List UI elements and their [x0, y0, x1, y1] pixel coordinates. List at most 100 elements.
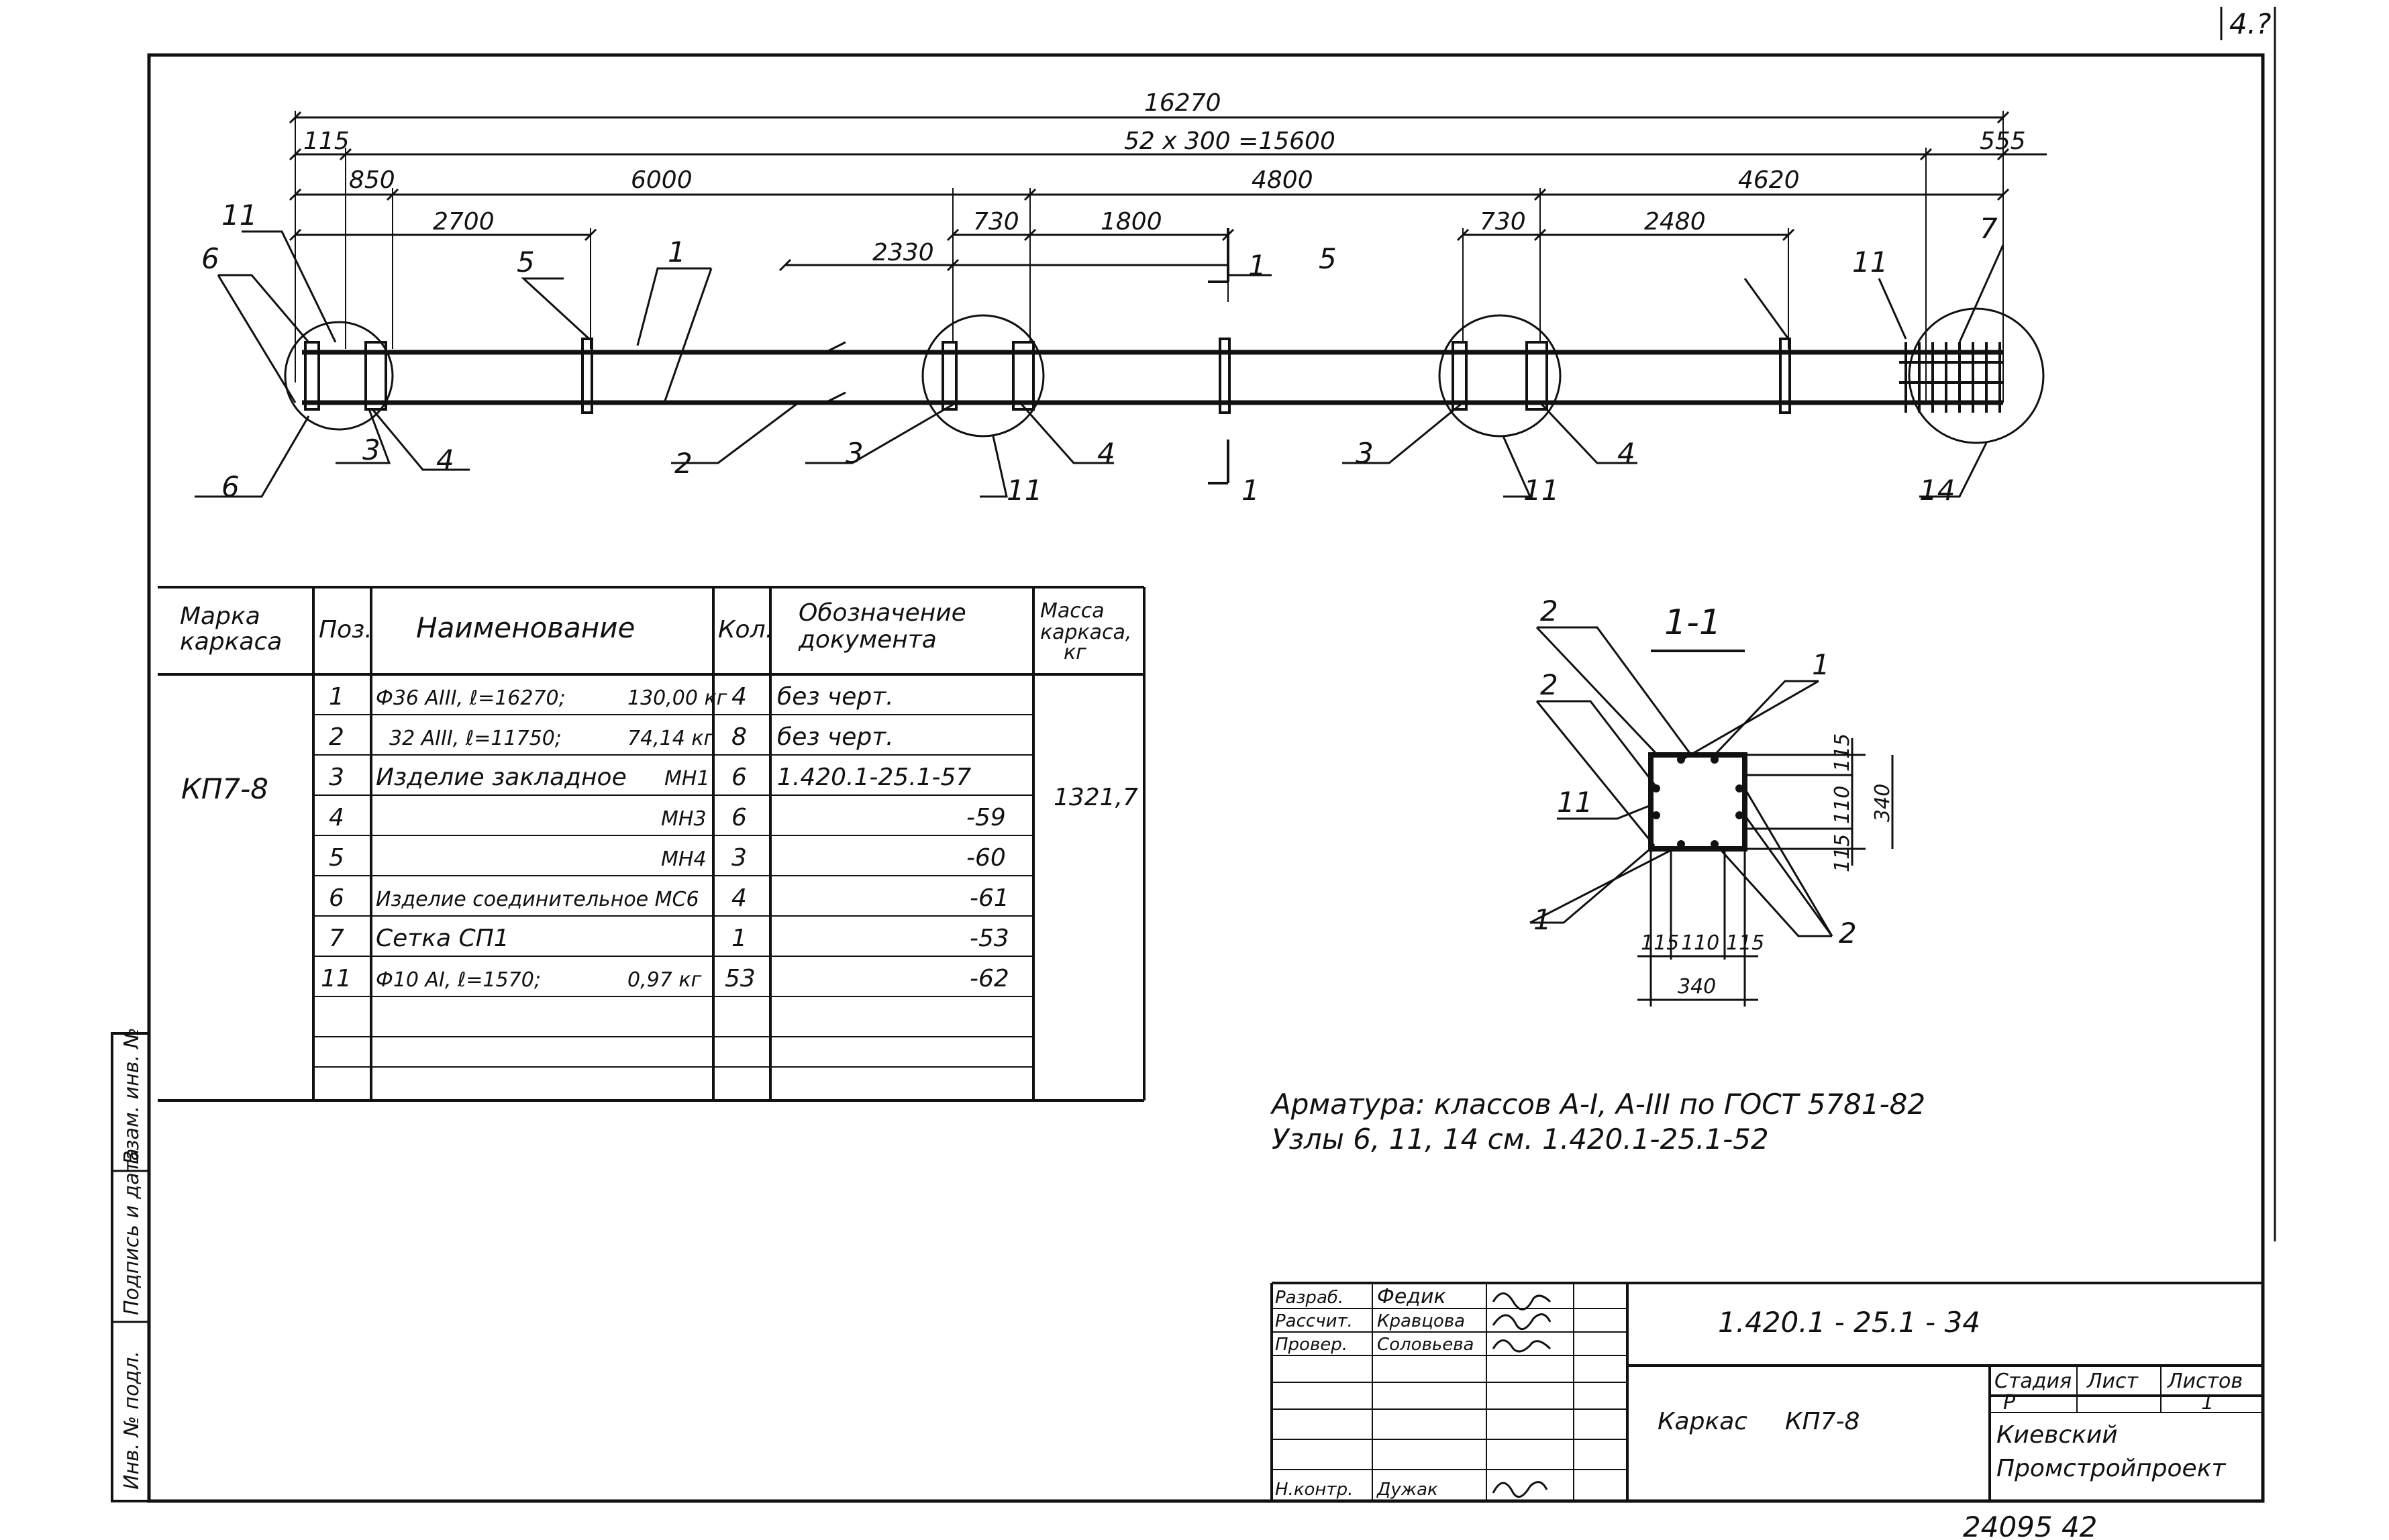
role-nkontr: Н.контр.: [1275, 1480, 1353, 1500]
sheet-frame: [147, 53, 2265, 1503]
hdr-pos: Поз.: [319, 616, 372, 644]
table-row: 5 МН4 3 -60: [329, 844, 1006, 872]
svg-text:1: 1: [329, 683, 344, 711]
section-label-2a: 2: [1540, 595, 1558, 627]
callout-11-right-bottom: 11: [1523, 474, 1559, 507]
org-line-2: Промстройпроект: [1996, 1455, 2226, 1482]
callout-3-right: 3: [1356, 437, 1374, 470]
svg-text:6: 6: [731, 804, 747, 831]
table-row: 4 МН3 6 -59: [329, 804, 1006, 831]
callout-11-right: 11: [1852, 246, 1888, 278]
table-row: 11 Ф10 АI, ℓ=1570; 0,97 кг 53 -62: [321, 965, 1009, 992]
sheets-header: Листов: [2167, 1370, 2243, 1393]
stamp-inv-podl: Инв. № подл.: [120, 1351, 144, 1490]
section-1-1: 1-1: [1529, 595, 1894, 1007]
section-mark-bottom: 1: [1241, 474, 1260, 507]
callout-2: 2: [674, 447, 693, 480]
frame-elevation: 16270 52 x 300 =15600 115 555 850 6000 4…: [195, 89, 2047, 507]
dim-left-end: 115: [303, 127, 350, 155]
svg-text:130,00 кг: 130,00 кг: [627, 686, 727, 710]
callout-4-mid: 4: [1097, 437, 1115, 470]
name-duzhak: Дужак: [1376, 1480, 1438, 1500]
role-razrab: Разраб.: [1275, 1288, 1343, 1308]
svg-text:4: 4: [731, 884, 747, 912]
note-line-2: Узлы 6, 11, 14 см. 1.420.1-25.1-52: [1272, 1123, 1769, 1156]
svg-text:0,97 кг: 0,97 кг: [627, 968, 701, 992]
callout-11-left: 11: [221, 199, 257, 232]
doc-code: 1.420.1 - 25.1 - 34: [1718, 1306, 1980, 1339]
section-title: 1-1: [1664, 603, 1721, 643]
callout-1: 1: [668, 236, 686, 268]
table-row: 7 Сетка СП1 1 -53: [329, 925, 1009, 952]
dim-4620: 4620: [1738, 166, 1800, 194]
svg-text:Изделие закладное: Изделие закладное: [376, 764, 627, 791]
stamp-vzam: Взам. инв. №: [120, 1027, 144, 1164]
section-label-2c: 2: [1839, 917, 1857, 949]
dim-2700: 2700: [433, 208, 495, 236]
svg-text:-53: -53: [970, 925, 1009, 952]
section-dim-r4: 340: [1871, 784, 1894, 822]
dim-total: 16270: [1144, 89, 1221, 117]
svg-text:2: 2: [329, 723, 344, 751]
sheet-header: Лист: [2086, 1370, 2139, 1393]
dim-2330: 2330: [872, 239, 934, 266]
section-mark-top: 1: [1248, 249, 1266, 282]
role-rasschit: Рассчит.: [1275, 1311, 1353, 1331]
svg-text:4: 4: [329, 804, 344, 831]
svg-text:без черт.: без черт.: [777, 683, 894, 711]
table-row: 1 Ф36 АIII, ℓ=16270; 130,00 кг 4 без чер…: [329, 683, 894, 711]
title-mark: КП7-8: [1785, 1408, 1860, 1435]
role-prover: Провер.: [1275, 1335, 1348, 1355]
name-fedik: Федик: [1377, 1285, 1446, 1308]
dim-850: 850: [349, 166, 395, 194]
svg-text:8: 8: [731, 723, 747, 751]
section-dim-r1: 115: [1831, 733, 1854, 772]
table-row: 2 32 АIII, ℓ=11750; 74,14 кг 8 без черт.: [329, 723, 894, 751]
stamp-podpis: Подпись и дата: [120, 1149, 144, 1316]
section-dim-r3: 115: [1831, 834, 1854, 872]
hdr-qty: Кол.: [718, 616, 773, 644]
hdr-name: Наименование: [416, 611, 635, 644]
svg-text:11: 11: [321, 965, 352, 992]
svg-text:3: 3: [329, 764, 344, 791]
name-solovyeva: Соловьева: [1377, 1335, 1474, 1355]
dim-1800: 1800: [1101, 208, 1162, 236]
svg-text:6: 6: [731, 764, 747, 791]
section-label-2b: 2: [1540, 668, 1558, 701]
dim-pitch: 52 x 300 =15600: [1124, 127, 1335, 155]
table-row: 6 Изделие соединительное МС6 4 -61: [329, 884, 1009, 912]
svg-text:-60: -60: [966, 844, 1006, 872]
svg-text:Ф10 АI, ℓ=1570;: Ф10 АI, ℓ=1570;: [376, 968, 541, 992]
section-label-11: 11: [1557, 786, 1592, 819]
dim-6000: 6000: [631, 166, 693, 194]
stage-value: Р: [2003, 1391, 2016, 1415]
callout-4-right: 4: [1617, 437, 1635, 470]
svg-text:53: 53: [725, 965, 756, 992]
section-dim-b3: 115: [1726, 931, 1764, 955]
section-dim-b2: 110: [1681, 931, 1719, 955]
callout-11-mid: 11: [1007, 474, 1042, 507]
section-dim-b4: 340: [1678, 975, 1716, 998]
stage-header: Стадия: [1994, 1370, 2072, 1393]
svg-text:32 АIII, ℓ=11750;: 32 АIII, ℓ=11750;: [389, 727, 562, 750]
dim-730b: 730: [1480, 208, 1526, 236]
callout-6-bottom: 6: [221, 470, 240, 503]
callout-4-left: 4: [436, 444, 454, 476]
callout-7: 7: [1980, 212, 1998, 245]
dim-730a: 730: [973, 208, 1019, 236]
svg-text:1.420.1-25.1-57: 1.420.1-25.1-57: [777, 764, 971, 791]
svg-text:Ф36 АIII, ℓ=16270;: Ф36 АIII, ℓ=16270;: [376, 686, 566, 710]
section-label-1a: 1: [1812, 648, 1830, 681]
table-row: 3 Изделие закладное МН1 6 1.420.1-25.1-5…: [329, 764, 971, 791]
title-block: Разраб. Рассчит. Провер. Н.контр. Федик …: [1270, 1282, 2263, 1501]
svg-text:3: 3: [731, 844, 747, 872]
svg-text:без черт.: без черт.: [777, 723, 894, 751]
note-line-1: Арматура: классов А-I, А-III по ГОСТ 578…: [1270, 1088, 1925, 1121]
svg-text:1: 1: [731, 925, 747, 952]
corner-mark: 4.?: [2229, 7, 2271, 40]
callout-3-mid: 3: [846, 437, 864, 470]
